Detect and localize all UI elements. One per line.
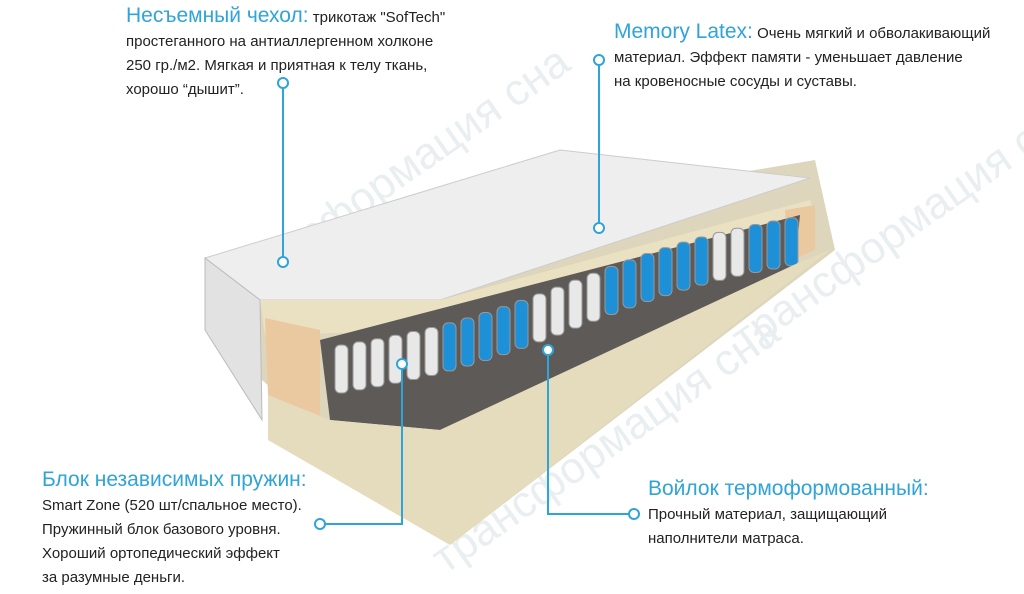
callout-text: за разумные деньги. (42, 569, 186, 586)
dot-cover-target (277, 256, 289, 268)
dot-cover (277, 77, 289, 89)
dot-felt-target (542, 344, 554, 356)
callout-felt: Войлок термоформованный: Прочный материа… (648, 477, 968, 551)
callout-text: наполнители матраса. (648, 530, 804, 547)
dot-springs-target (396, 358, 408, 370)
dot-latex-target (593, 222, 605, 234)
spring-pocket (676, 241, 691, 291)
callout-text: простеганного на антиаллергенном холконе (126, 33, 434, 50)
callout-text: 250 гр./м2. Мягкая и приятная к телу тка… (126, 57, 428, 74)
callout-text: Пружинный блок базового уровня. (42, 521, 281, 538)
dot-springs (314, 518, 326, 530)
spring-pocket (514, 299, 529, 349)
callout-text: Хороший ортопедический эффект (42, 545, 280, 562)
callout-title: Несъемный чехол: (126, 4, 309, 27)
spring-pocket (496, 306, 511, 356)
spring-pocket (442, 322, 457, 372)
spring-pocket (748, 223, 763, 273)
spring-pocket (658, 247, 673, 297)
callout-title: Memory Latex: (614, 20, 753, 43)
callout-text: хорошо “дышит”. (126, 81, 244, 98)
callout-text: Очень мягкий и обволакивающий (757, 25, 991, 42)
spring-pocket (370, 338, 385, 388)
spring-pocket (694, 236, 709, 286)
dot-latex (593, 54, 605, 66)
callout-dots (277, 54, 640, 530)
spring-pocket (478, 312, 493, 362)
spring-pocket (406, 331, 421, 381)
spring-pocket (424, 326, 439, 376)
callout-springs: Блок независимых пружин: Smart Zone (520… (42, 468, 342, 590)
spring-pocket (568, 279, 583, 329)
spring-pocket (586, 272, 601, 322)
callout-text: трикотаж "SofTech" (312, 9, 446, 26)
spring-pocket (352, 341, 367, 391)
callout-latex: Memory Latex: Очень мягкий и обволакиваю… (614, 20, 1024, 94)
spring-pocket (532, 293, 547, 343)
spring-pocket (334, 344, 349, 394)
spring-pocket (640, 253, 655, 303)
spring-pocket (766, 220, 781, 270)
callout-text: материал. Эффект памяти - уменьшает давл… (614, 49, 963, 66)
callout-title: Блок независимых пружин: (42, 468, 307, 491)
spring-pocket (784, 217, 799, 267)
spring-pocket (712, 231, 727, 281)
dot-felt (628, 508, 640, 520)
callout-text: на кровеносные сосуды и суставы. (614, 73, 857, 90)
spring-pocket (604, 265, 619, 315)
spring-pocket (730, 227, 745, 277)
spring-pocket (460, 317, 475, 367)
spring-pocket (622, 259, 637, 309)
spring-pocket (550, 286, 565, 336)
callout-cover: Несъемный чехол: трикотаж "SofTech" прос… (126, 4, 486, 102)
callout-text: Прочный материал, защищающий (648, 506, 888, 523)
callout-text: Smart Zone (520 шт/спальное место). (42, 497, 302, 514)
callout-title: Войлок термоформованный: (648, 477, 929, 500)
callout-lines (282, 65, 629, 525)
